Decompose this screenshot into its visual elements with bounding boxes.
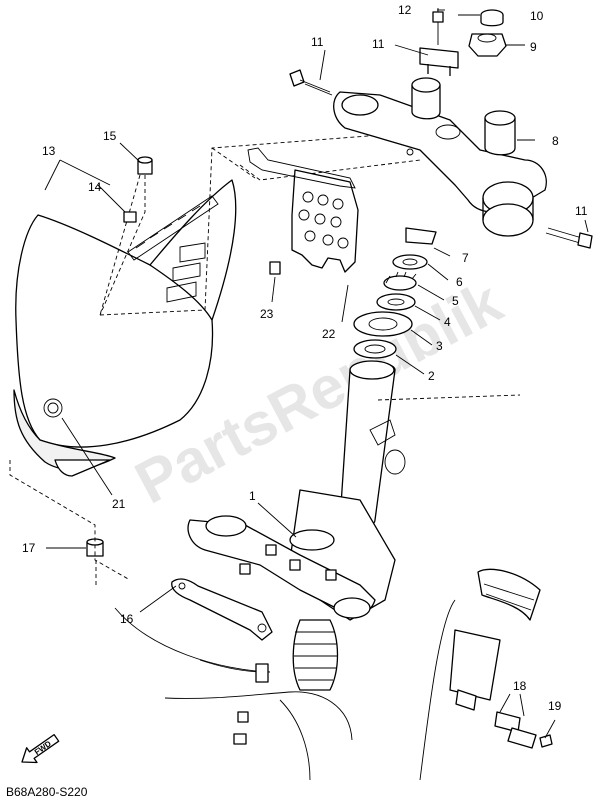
front-fender-outline [114, 607, 271, 673]
grommet-collar [86, 156, 281, 745]
callout-3: 3 [436, 339, 443, 353]
callout-17: 16 [120, 612, 134, 626]
bearing-stack [353, 227, 437, 359]
callout-21: 21 [112, 497, 126, 511]
callout-20: 19 [548, 699, 562, 713]
drawing-code: B68A280-S220 [6, 785, 88, 799]
callout-2: 2 [428, 369, 435, 383]
callout-13: 12 [398, 3, 412, 17]
steering-stem [187, 360, 396, 621]
callout-18: 17 [22, 541, 36, 555]
callout-19: 18 [513, 679, 527, 693]
callout-8: 8 [552, 134, 559, 148]
callout-22: 22 [322, 327, 336, 341]
callout-9: 9 [530, 40, 537, 54]
bolt-left [289, 69, 333, 96]
callout-7: 7 [462, 251, 469, 265]
forward-arrow-icon: FWD [21, 733, 60, 764]
callout-16: 15 [103, 129, 117, 143]
bolt-right [545, 227, 593, 249]
callout-5: 5 [452, 294, 459, 308]
emblem-icon [43, 398, 63, 418]
fork-boot [292, 568, 541, 701]
steering-nut [468, 9, 507, 57]
callout-6: 6 [456, 275, 463, 289]
pinch-bolt-clamp [419, 8, 459, 76]
callout-11-right: 11 [575, 204, 588, 218]
callout-11-top: 11 [311, 35, 324, 49]
headlight-cover [13, 179, 237, 477]
cable-guide [171, 578, 273, 641]
callout-12: 11 [372, 37, 385, 51]
headlight-bracket [247, 147, 359, 273]
callout-4: 4 [444, 315, 451, 329]
callout-14: 13 [42, 144, 56, 158]
hose-guide [455, 689, 553, 749]
callout-1: 1 [249, 489, 256, 503]
callout-10: 10 [530, 9, 544, 23]
cover-mount-dashline [99, 131, 421, 316]
callout-23: 23 [260, 307, 274, 321]
upper-bracket [333, 77, 547, 237]
callout-15: 14 [88, 180, 102, 194]
